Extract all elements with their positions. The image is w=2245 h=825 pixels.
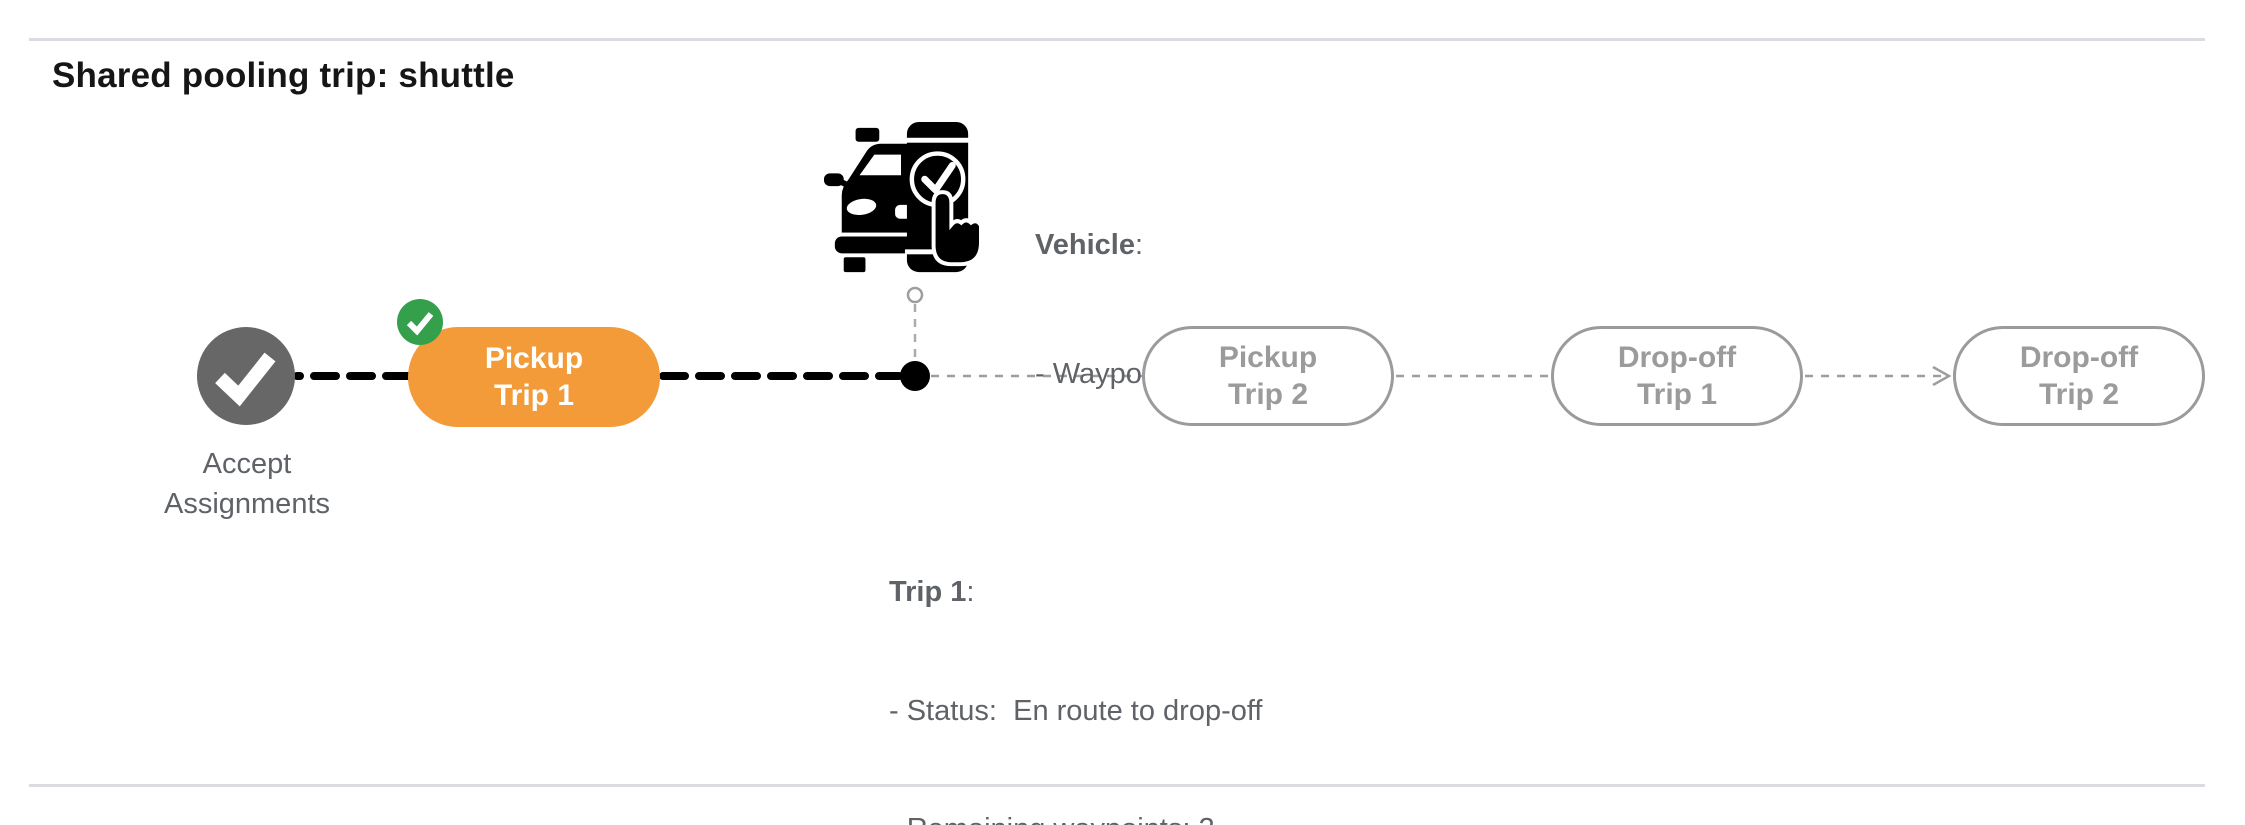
pill-label-line1: Drop-off [1617,341,1737,374]
taxi-phone-check-icon [823,121,980,273]
pill-label-line1: Pickup [1218,341,1318,374]
pill-label-line1: Pickup [484,342,584,375]
vehicle-heading-text: Vehicle [1035,229,1135,261]
pill-dropoff-trip-1: Drop-off Trip 1 [1551,326,1803,426]
accept-assignments-node [197,327,295,425]
vehicle-heading-colon: : [1134,229,1144,261]
pill-label-line1: Drop-off [2019,341,2139,374]
trip1-heading-colon: : [966,576,975,608]
vehicle-info-heading: Vehicle: [1035,224,1219,267]
bottom-divider [29,784,2205,787]
done-badge [397,299,443,345]
page-title: Shared pooling trip: shuttle [52,56,515,95]
checkmark-icon [215,352,276,407]
pill-dropoff-trip-2: Drop-off Trip 2 [1953,326,2205,426]
trip1-waypoints-line: - Remaining waypoints: 2 [889,810,1262,825]
accept-assignments-label: Accept Assignments [163,448,330,520]
current-position-dot [900,361,930,391]
arrowhead-icon [1932,365,1952,387]
pill-pickup-trip-2: Pickup Trip 2 [1142,326,1394,426]
pill-label-line2: Trip 2 [2038,378,2120,411]
top-divider [29,38,2205,41]
checkmark-icon [406,312,434,336]
trip1-status-line: - Status: En route to drop-off [889,694,1263,727]
trip-details: Trip 1: - Status: En route to drop-off -… [889,494,1262,825]
pill-pickup-trip-1: Pickup Trip 1 [408,327,660,427]
trip1-heading: Trip 1: [889,573,1262,613]
vehicle-info: Vehicle: - Waypoints: 3 [1035,138,1219,482]
pill-label-line2: Trip 1 [493,379,575,412]
vehicle-leader-circle [906,286,924,304]
pill-label-line2: Trip 2 [1227,378,1309,411]
pill-label-line2: Trip 1 [1636,378,1718,411]
trip1-heading-text: Trip 1 [889,576,967,608]
